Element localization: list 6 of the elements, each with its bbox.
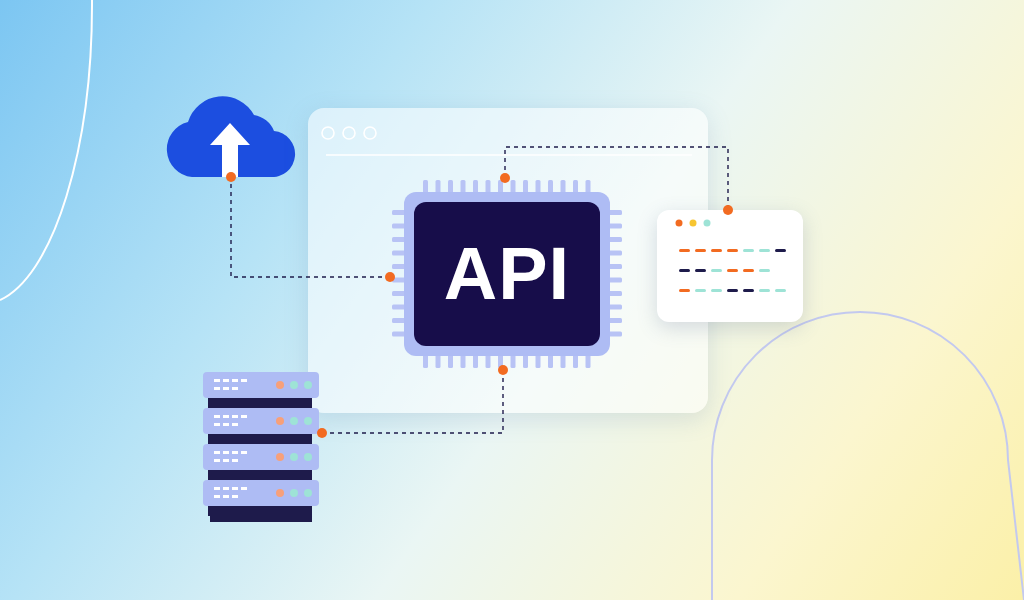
code-window (657, 210, 803, 322)
dashed-connector (317, 365, 508, 438)
dashed-connector (226, 172, 395, 282)
browser-window (308, 108, 708, 413)
chip-label: API (442, 237, 572, 311)
dashed-connector (500, 146, 733, 215)
